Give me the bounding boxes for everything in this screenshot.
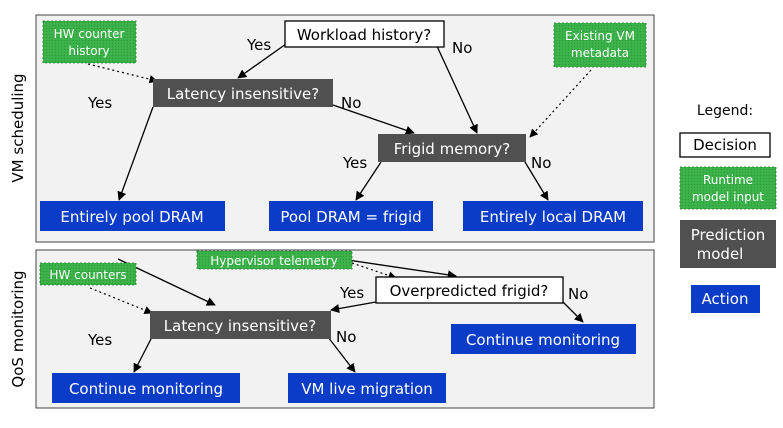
overpredicted-frigid-box (375, 276, 564, 304)
entirely-pool-dram-box (40, 201, 225, 231)
legend-prediction-model-line1: Prediction (691, 226, 766, 244)
legend-prediction-model-box (680, 220, 776, 268)
no-label-3: No (531, 154, 551, 172)
no-label-2: No (341, 94, 361, 112)
input-arrows (87, 63, 592, 315)
yes-label-2: Yes (87, 94, 112, 112)
workload-history-box (284, 20, 445, 48)
legend: Legend: Decision Runtime model input Pre… (679, 103, 777, 313)
edge-labels: Yes No Yes No Yes No Yes No Yes No (87, 36, 588, 349)
no-label-5: No (336, 328, 356, 346)
entirely-local-dram-box (463, 201, 643, 231)
legend-runtime-input-box (679, 166, 777, 210)
hw-counter-history-box (42, 20, 137, 64)
continue-monitoring-left-box (52, 373, 240, 403)
entirely-pool-dram-text: Entirely pool DRAM (60, 208, 203, 226)
latency-insensitive-top-text: Latency insensitive? (167, 85, 319, 103)
arrow-latency-to-migration (327, 336, 356, 373)
dotted-metadata-to-frigid (529, 69, 592, 138)
overpredicted-frigid-text: Overpredicted frigid? (390, 282, 549, 300)
latency-insensitive-top-box (153, 79, 333, 107)
vm-live-migration-text: VM live migration (301, 380, 433, 398)
pool-dram-frigid-text: Pool DRAM = frigid (280, 208, 421, 226)
yes-label-3: Yes (342, 154, 367, 172)
legend-title: Legend: (697, 103, 753, 119)
yes-label-4: Yes (339, 284, 364, 302)
frigid-memory-text: Frigid memory? (394, 140, 510, 158)
latency-insensitive-bottom-text: Latency insensitive? (164, 317, 316, 335)
legend-runtime-input-line2: model input (692, 190, 764, 204)
legend-decision-text: Decision (693, 136, 757, 154)
legend-action-box (691, 285, 760, 313)
arrow-workload-to-frigid (435, 43, 478, 134)
hw-counters-text: HW counters (49, 268, 126, 282)
yes-label-1: Yes (246, 36, 271, 54)
arrow-latency-to-continue (133, 336, 153, 373)
yes-label-5: Yes (87, 331, 112, 349)
arrow-workload-to-latency (237, 43, 287, 79)
arrow-frigid-to-pooldram (355, 161, 382, 201)
arrow-pooldram-to-overpredicted (340, 258, 457, 280)
no-label-4: No (568, 285, 588, 303)
legend-decision-box (679, 132, 771, 158)
arrow-latency-to-frigid (332, 104, 415, 135)
entirely-local-dram-text: Entirely local DRAM (480, 208, 626, 226)
arrow-overpredicted-to-latency (330, 301, 377, 314)
workload-history-text: Workload history? (297, 26, 431, 44)
qos-monitoring-label: QoS monitoring (9, 270, 27, 387)
hw-counter-history-line2: history (68, 44, 109, 58)
arrow-frigid-to-local (524, 161, 549, 201)
legend-prediction-model-line2: model (697, 245, 744, 263)
hypervisor-telemetry-box (196, 250, 353, 270)
pool-dram-frigid-box (269, 201, 433, 231)
dotted-hwcounters-to-latency (89, 287, 153, 315)
continue-monitoring-left-text: Continue monitoring (69, 380, 223, 398)
vm-live-migration-box (288, 373, 446, 403)
legend-runtime-input-line1: Runtime (703, 173, 753, 187)
arrow-latency-to-pool (117, 106, 154, 201)
existing-vm-metadata-line1: Existing VM (565, 29, 635, 43)
hw-counter-history-line1: HW counter (54, 27, 125, 41)
dotted-hwhistory-to-latency (87, 63, 158, 84)
continue-monitoring-right-box (451, 324, 636, 354)
latency-insensitive-bottom-box (150, 311, 331, 339)
legend-action-text: Action (702, 290, 749, 308)
frigid-memory-box (378, 134, 526, 162)
existing-vm-metadata-line2: metadata (571, 46, 629, 60)
arrow-overpredicted-to-continue (562, 301, 584, 323)
existing-vm-metadata-box (553, 22, 647, 68)
flow-arrows (117, 43, 584, 373)
hw-counters-box (39, 262, 137, 286)
vm-scheduling-label: VM scheduling (9, 73, 27, 182)
continue-monitoring-right-text: Continue monitoring (466, 331, 620, 349)
no-label-1: No (452, 39, 472, 57)
hypervisor-telemetry-text: Hypervisor telemetry (210, 254, 337, 268)
